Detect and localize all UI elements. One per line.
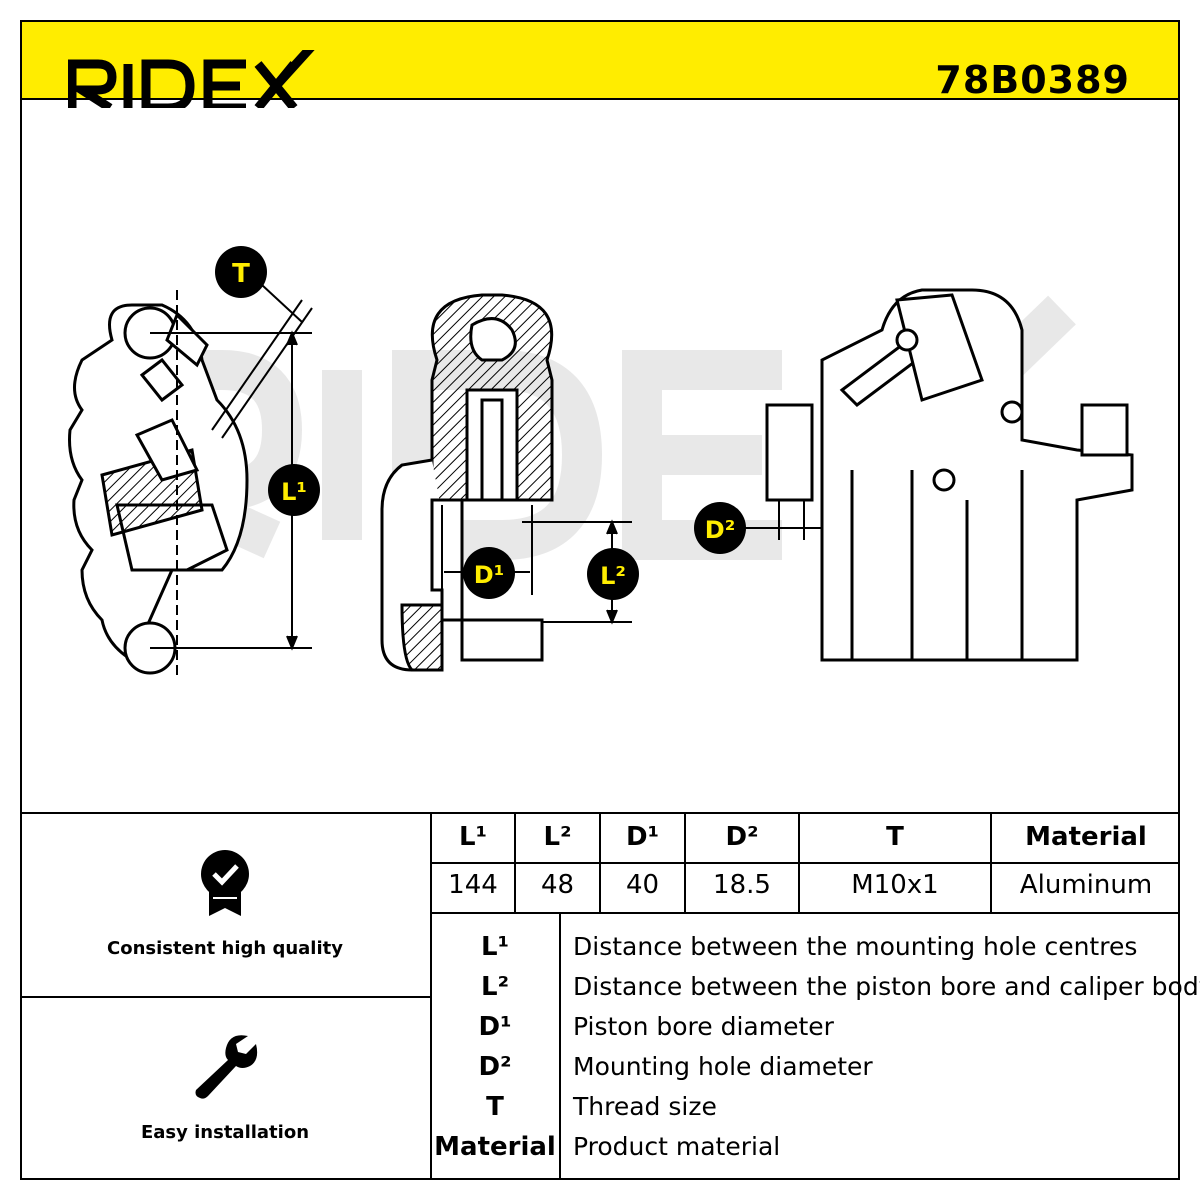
callout-l2: L² bbox=[587, 548, 639, 600]
legend-description: Mounting hole diameter bbox=[573, 1052, 873, 1081]
legend-divider bbox=[559, 912, 561, 1180]
table-rule bbox=[430, 862, 1180, 864]
svg-text:T: T bbox=[232, 259, 250, 289]
feature-installation: Easy installation bbox=[20, 998, 430, 1180]
feature-divider bbox=[20, 996, 432, 998]
table-header: D¹ bbox=[626, 822, 659, 852]
table-rule bbox=[798, 812, 800, 912]
table-cell: 40 bbox=[625, 870, 660, 900]
table-rule bbox=[990, 812, 992, 912]
legend-key: Material bbox=[434, 1132, 556, 1162]
table-rule bbox=[684, 812, 686, 912]
callout-l1: L¹ bbox=[268, 464, 320, 516]
callout-d2: D² bbox=[694, 502, 746, 554]
legend-key: L¹ bbox=[481, 932, 509, 962]
caliper-front-view bbox=[765, 288, 1134, 662]
table-header: T bbox=[886, 822, 904, 852]
feature-label: Consistent high quality bbox=[107, 938, 343, 959]
svg-text:L²: L² bbox=[600, 562, 626, 590]
table-header: L¹ bbox=[459, 822, 487, 852]
table-header: L² bbox=[543, 822, 572, 852]
callout-t: T bbox=[215, 246, 267, 298]
table-cell: 18.5 bbox=[713, 870, 771, 900]
quality-badge-icon bbox=[201, 850, 249, 916]
table-rule bbox=[514, 812, 516, 912]
piston-bore-dimensions bbox=[441, 505, 632, 625]
svg-text:L¹: L¹ bbox=[281, 478, 307, 506]
table-rule bbox=[599, 812, 601, 912]
header-bar: 78B0389 bbox=[20, 20, 1180, 108]
part-number: 78B0389 bbox=[935, 58, 1130, 102]
table-cell: Aluminum bbox=[1019, 870, 1153, 900]
legend-key: D² bbox=[478, 1052, 512, 1082]
legend-description: Distance between the mounting hole centr… bbox=[573, 932, 1138, 961]
table-header: D² bbox=[725, 822, 759, 852]
legend-description: Product material bbox=[573, 1132, 781, 1161]
callout-d1: D¹ bbox=[463, 547, 515, 599]
legend-description: Piston bore diameter bbox=[573, 1012, 834, 1041]
caliper-diagram: T L¹ D¹ L² D² bbox=[68, 246, 1134, 680]
feature-quality: Consistent high quality bbox=[20, 814, 430, 996]
wrench-icon bbox=[195, 1035, 258, 1099]
legend-key: L² bbox=[481, 972, 509, 1002]
table-cell: 144 bbox=[448, 870, 498, 900]
ridex-logo bbox=[68, 50, 315, 108]
feature-label: Easy installation bbox=[140, 1122, 310, 1143]
table-header: Material bbox=[1025, 822, 1147, 852]
table-cell: M10x1 bbox=[851, 870, 939, 900]
legend-key: D¹ bbox=[478, 1012, 512, 1042]
svg-text:D¹: D¹ bbox=[474, 561, 504, 589]
svg-text:D²: D² bbox=[705, 516, 735, 544]
legend-key: T bbox=[486, 1092, 504, 1122]
legend-description: Distance between the piston bore and cal… bbox=[573, 972, 1200, 1001]
mounting-hole-dimension bbox=[742, 500, 822, 540]
table-rule bbox=[430, 912, 1180, 914]
table-cell: 48 bbox=[540, 870, 575, 900]
caliper-cross-section bbox=[380, 293, 554, 672]
legend-description: Thread size bbox=[573, 1092, 717, 1121]
